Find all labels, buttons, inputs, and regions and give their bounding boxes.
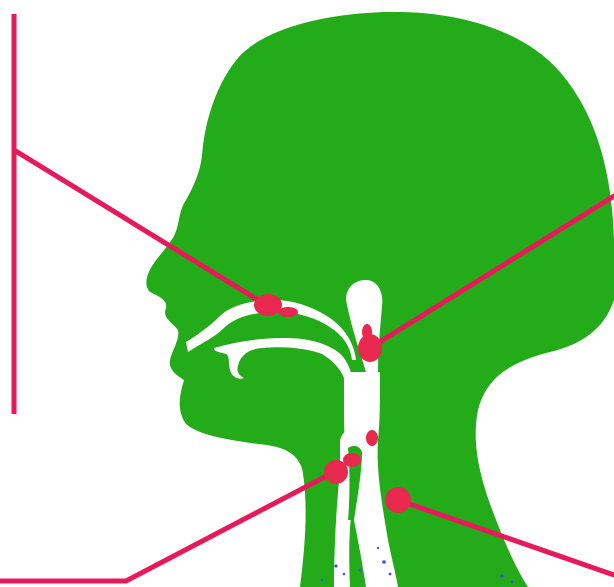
larynx-marker-body bbox=[343, 453, 361, 467]
label-brackets bbox=[0, 14, 126, 581]
larynx-marker-top bbox=[366, 430, 378, 446]
nasopharynx-marker-tip bbox=[362, 324, 372, 340]
nasal-cavity-marker bbox=[254, 294, 282, 316]
nasal-cavity-marker-tail bbox=[278, 307, 298, 317]
esophagus-marker bbox=[385, 487, 411, 513]
